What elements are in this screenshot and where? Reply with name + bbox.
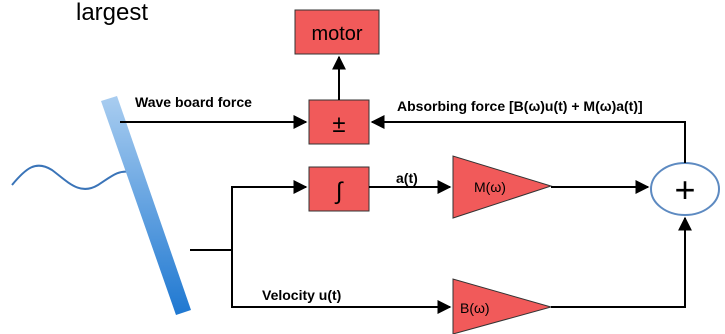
acceleration-label: a(t): [396, 170, 418, 186]
signal-lines: [120, 55, 692, 314]
sum-label: ±: [332, 111, 345, 138]
motor-block: [294, 9, 380, 55]
integrator-block: [308, 166, 370, 212]
damping-gain-block: [452, 278, 553, 334]
wave-board-force-label: Wave board force: [135, 94, 252, 110]
title-fragment: largest: [76, 0, 148, 26]
wave-board-paddle: [101, 96, 191, 315]
damping-gain-label: B(ω): [460, 300, 490, 316]
mass-gain-label: M(ω): [474, 179, 506, 195]
motor-label: motor: [311, 23, 362, 45]
wave-curve: [11, 164, 131, 190]
velocity-label: Velocity u(t): [262, 287, 341, 303]
integrator-label: ∫: [334, 178, 344, 205]
absorbing-force-label: Absorbing force [B(ω)u(t) + M(ω)a(t)]: [397, 98, 643, 114]
mass-gain-block: [452, 155, 553, 219]
sum-block: [308, 99, 370, 145]
adder-label: +: [674, 169, 695, 210]
